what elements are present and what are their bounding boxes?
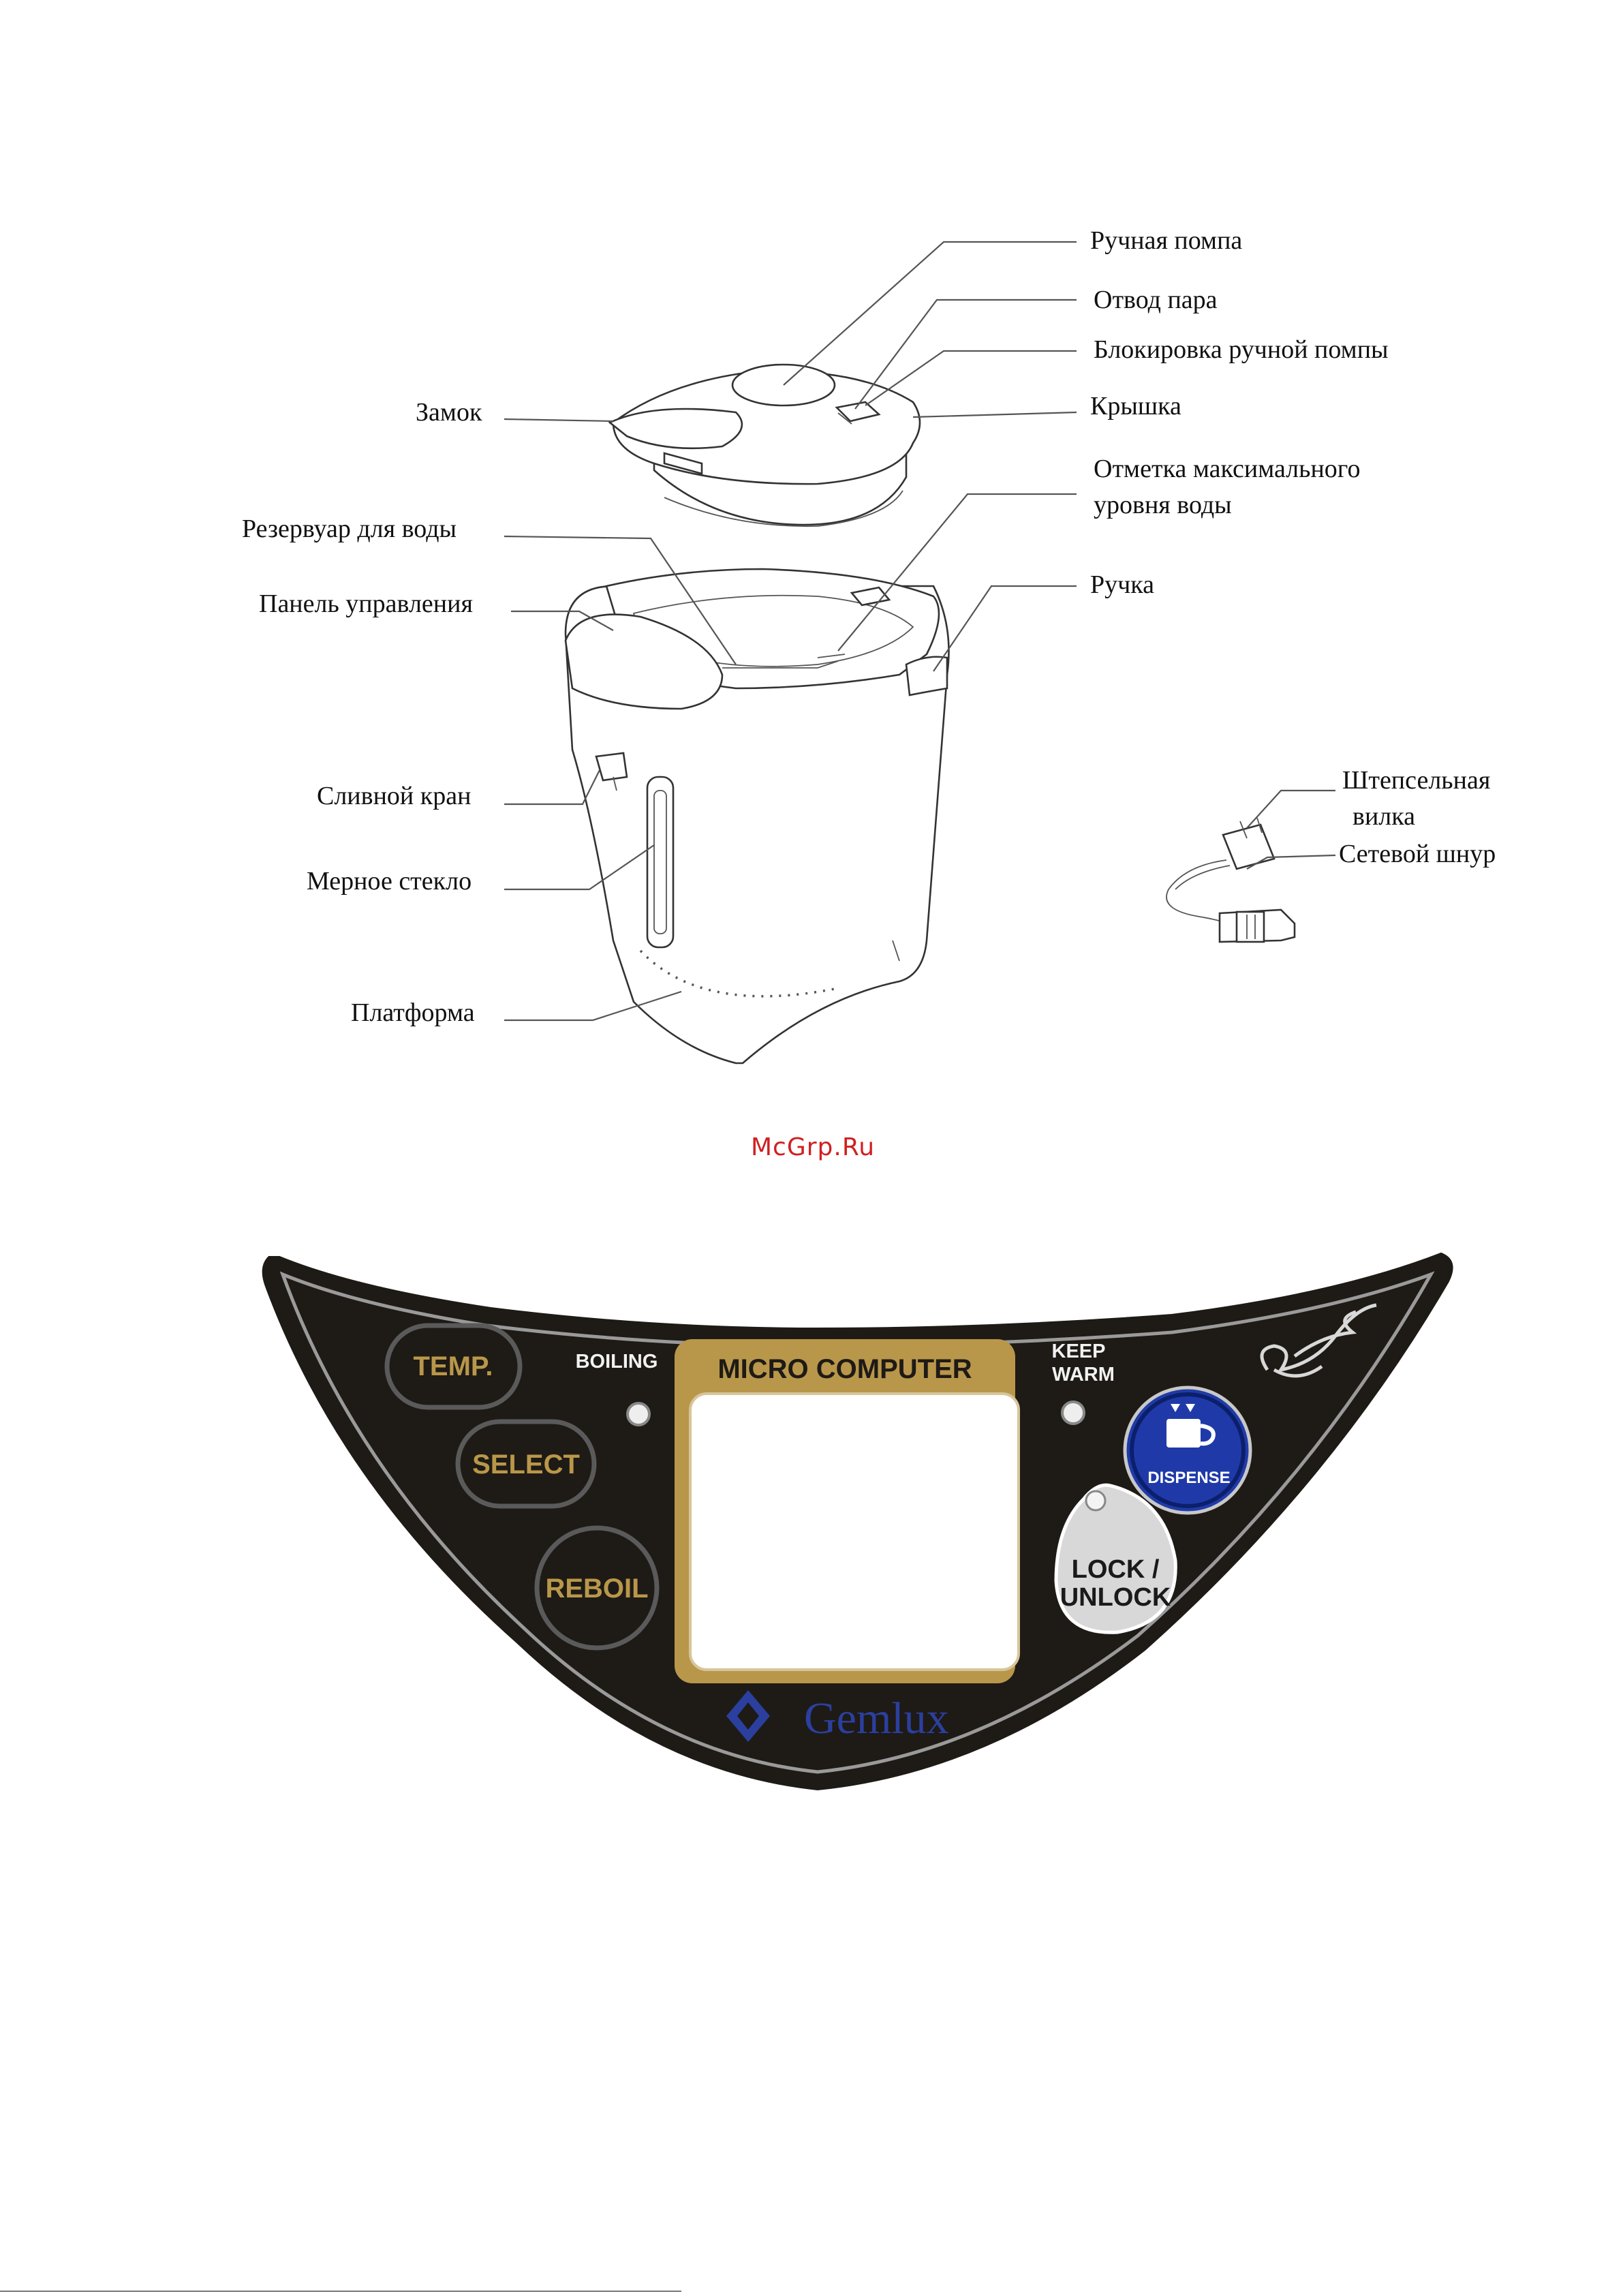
label-steam-vent: Отвод пара: [1094, 286, 1218, 314]
keep-warm-indicator-light: [1062, 1402, 1084, 1424]
label-gauge-glass: Мерное стекло: [307, 867, 472, 896]
label-max-level-2: уровня воды: [1094, 491, 1232, 519]
label-water-tank: Резервуар для воды: [242, 515, 457, 543]
label-latch: Замок: [416, 398, 482, 427]
dispense-button-label: DISPENSE: [1147, 1469, 1230, 1487]
boiling-indicator-light: [628, 1403, 649, 1425]
display-title: MICRO COMPUTER: [717, 1354, 972, 1384]
lcd-screen: [690, 1394, 1019, 1670]
reboil-button[interactable]: REBOIL: [537, 1528, 657, 1648]
keep-warm-label-2: WARM: [1052, 1364, 1115, 1386]
dispense-button[interactable]: DISPENSE: [1125, 1388, 1250, 1513]
watermark: McGrp.Ru: [751, 1133, 875, 1161]
label-pump-lock: Блокировка ручной помпы: [1094, 335, 1389, 364]
lock-button-label-2: UNLOCK: [1060, 1583, 1171, 1612]
boiling-indicator-label: BOILING: [576, 1351, 658, 1373]
label-power-cord: Сетевой шнур: [1339, 840, 1496, 868]
brand-name: Gemlux: [804, 1694, 949, 1743]
label-plug-2: вилка: [1352, 802, 1415, 831]
body-illustration: [566, 569, 949, 1063]
label-manual-pump: Ручная помпа: [1090, 226, 1242, 255]
select-button[interactable]: SELECT: [458, 1422, 594, 1506]
lock-indicator-light: [1086, 1491, 1105, 1510]
label-drain-tap: Сливной кран: [317, 782, 471, 810]
label-plug-1: Штепсельная: [1342, 766, 1490, 795]
temp-button[interactable]: TEMP.: [387, 1326, 520, 1407]
cord-illustration: [1166, 818, 1295, 942]
select-button-label: SELECT: [472, 1450, 580, 1480]
lock-button-label-1: LOCK /: [1072, 1555, 1160, 1584]
reboil-button-label: REBOIL: [545, 1574, 648, 1604]
label-handle: Ручка: [1090, 570, 1154, 599]
keep-warm-label-1: KEEP: [1052, 1341, 1106, 1362]
label-max-level-1: Отметка максимального: [1094, 455, 1360, 483]
temp-button-label: TEMP.: [413, 1351, 493, 1381]
label-lid: Крышка: [1090, 392, 1181, 420]
lid-illustration: [610, 365, 920, 526]
control-panel: TEMP. SELECT REBOIL BOILING KEEP WARM MI…: [264, 1254, 1452, 1789]
label-control-panel: Панель управления: [259, 590, 473, 618]
label-base: Платформа: [351, 998, 475, 1027]
